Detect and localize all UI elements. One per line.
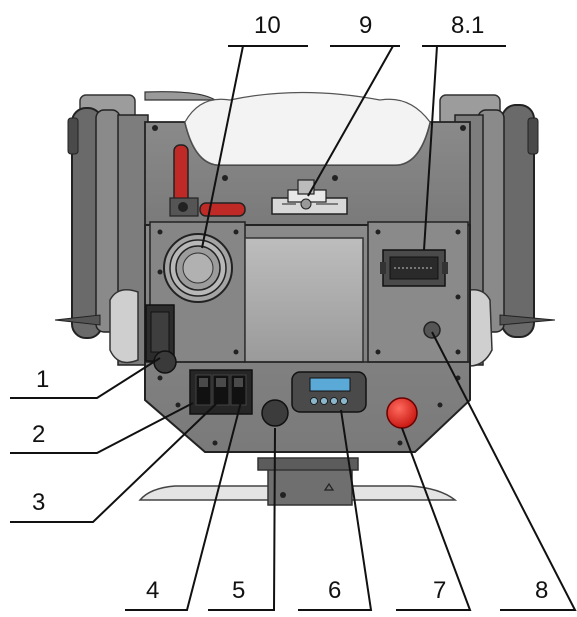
callout-2: 2 [32, 421, 45, 448]
callout-9: 9 [359, 12, 372, 39]
display-unit [291, 371, 367, 413]
callout-3: 3 [32, 489, 45, 516]
leader-line-8-1 [422, 45, 506, 251]
leader-line-9 [307, 45, 400, 197]
latch-clamp [271, 179, 348, 215]
rocker-switch-group [189, 369, 253, 415]
leader-lines [10, 45, 577, 611]
leader-line-7 [396, 427, 472, 611]
callout-5: 5 [232, 577, 245, 604]
callout-10: 10 [254, 12, 281, 39]
callout-8-1: 8.1 [451, 12, 484, 39]
leader-line-4 [125, 401, 242, 611]
base-stand [138, 457, 458, 506]
leader-line-10 [201, 45, 308, 249]
round-socket [163, 233, 233, 303]
callout-1: 1 [36, 366, 49, 393]
callout-labels: 10 9 8.1 1 2 3 4 5 6 7 8 [32, 12, 548, 604]
callout-8: 8 [535, 577, 548, 604]
leader-line-8 [431, 331, 577, 611]
leader-line-5 [208, 427, 276, 611]
red-lever-handle [169, 144, 246, 217]
connector-block [380, 249, 448, 287]
callout-7: 7 [433, 577, 446, 604]
panel-round-plug [423, 321, 441, 339]
leader-line-3 [10, 401, 219, 523]
black-knob [261, 399, 289, 427]
leader-line-2 [10, 402, 194, 454]
callout-4: 4 [146, 577, 159, 604]
left-wheel-assembly [54, 94, 149, 366]
emergency-stop-button [386, 397, 418, 429]
callout-6: 6 [328, 577, 341, 604]
right-wheel-assembly [439, 94, 556, 367]
leader-line-6 [298, 409, 373, 611]
leader-line-1 [10, 357, 161, 399]
side-socket [145, 304, 177, 374]
